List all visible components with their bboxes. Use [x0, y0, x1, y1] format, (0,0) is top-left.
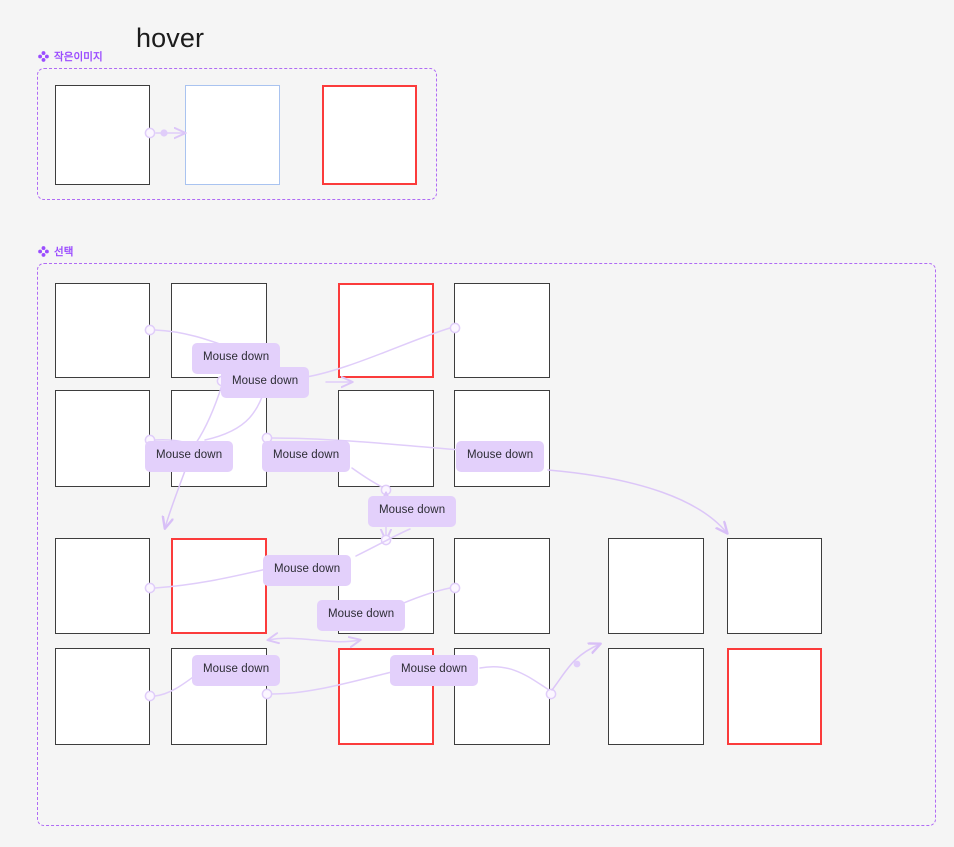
chip-mouse-down-6[interactable]: Mouse down [368, 496, 457, 527]
chip-mouse-down-5[interactable]: Mouse down [456, 441, 545, 472]
selection-box-r2c2[interactable] [171, 390, 267, 487]
selection-box-r4c1[interactable] [55, 648, 150, 745]
section-label-selection: 선택 [38, 244, 74, 259]
chip-mouse-down-8[interactable]: Mouse down [317, 600, 406, 631]
selection-box-r2c3[interactable] [338, 390, 434, 487]
page-title: hover [136, 23, 205, 53]
small-image-box-1[interactable] [55, 85, 150, 185]
chip-mouse-down-9[interactable]: Mouse down [192, 655, 281, 686]
selection-box-r3c6[interactable] [727, 538, 822, 634]
small-image-box-3[interactable] [322, 85, 417, 185]
chip-mouse-down-2[interactable]: Mouse down [221, 367, 310, 398]
selection-box-r3c4[interactable] [454, 538, 550, 634]
selection-box-r2c1[interactable] [55, 390, 150, 487]
selection-box-r1c3[interactable] [338, 283, 434, 378]
selection-box-r3c5[interactable] [608, 538, 704, 634]
selection-box-r2c4[interactable] [454, 390, 550, 487]
chip-mouse-down-7[interactable]: Mouse down [263, 555, 352, 586]
section-label-small-image: 작은이미지 [38, 49, 103, 64]
chip-mouse-down-3[interactable]: Mouse down [145, 441, 234, 472]
chip-mouse-down-4[interactable]: Mouse down [262, 441, 351, 472]
flower-diamond-icon [38, 51, 49, 62]
small-image-box-2[interactable] [185, 85, 280, 185]
section-label-text: 선택 [54, 246, 74, 258]
selection-box-r3c1[interactable] [55, 538, 150, 634]
selection-box-r3c2[interactable] [171, 538, 267, 634]
section-frame-small-image [37, 68, 437, 200]
selection-box-r1c1[interactable] [55, 283, 150, 378]
section-frame-selection [37, 263, 936, 826]
selection-box-r1c4[interactable] [454, 283, 550, 378]
selection-box-r4c5[interactable] [608, 648, 704, 745]
chip-mouse-down-10[interactable]: Mouse down [390, 655, 479, 686]
section-label-text: 작은이미지 [54, 51, 103, 63]
selection-box-r4c6[interactable] [727, 648, 822, 745]
flower-diamond-icon [38, 246, 49, 257]
